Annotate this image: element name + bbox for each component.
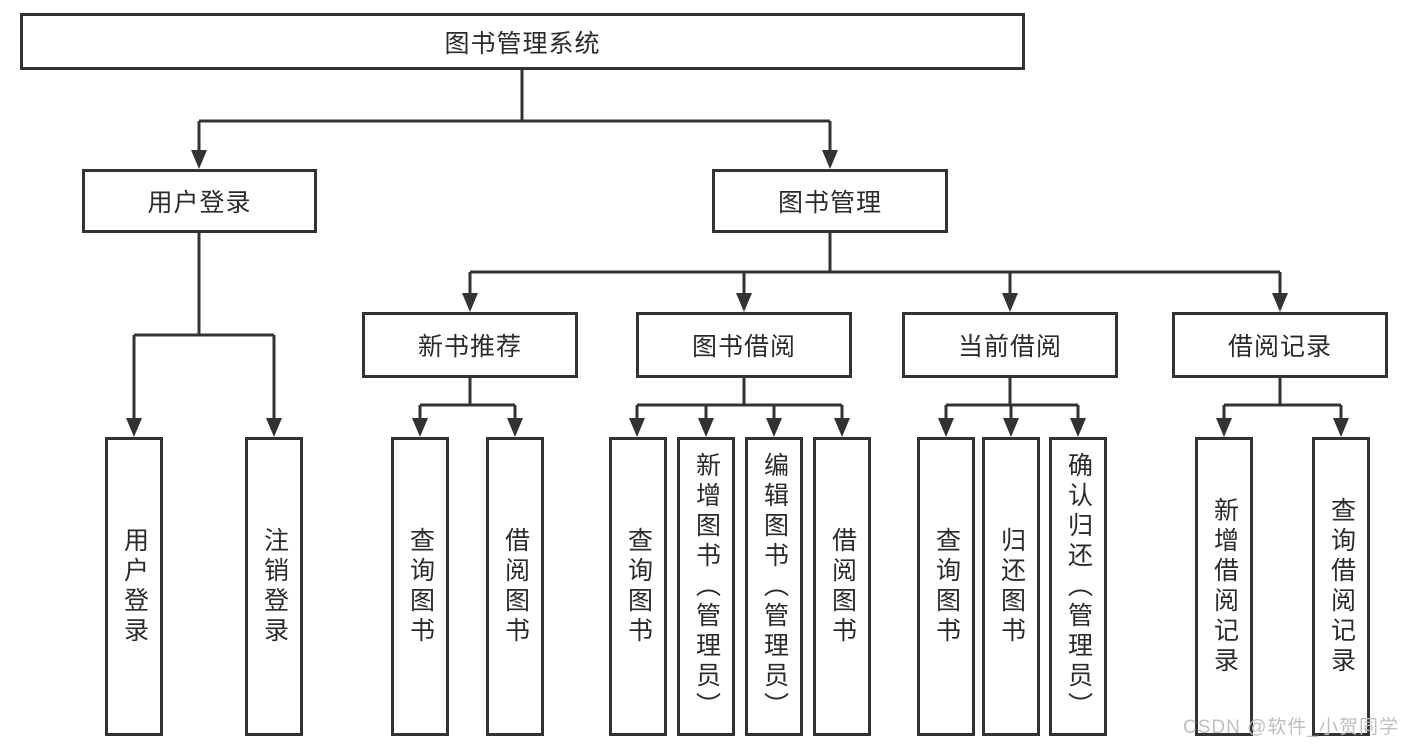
arrowhead-down-icon: [191, 150, 207, 169]
node-new-book-recommend: 新书推荐: [362, 312, 578, 378]
csdn-watermark: CSDN @软件_小贺同学: [1183, 717, 1399, 738]
leaf-user-login: 用户登录: [105, 437, 163, 736]
arrowhead-down-icon: [736, 293, 752, 312]
node-label: 图书借阅: [691, 333, 796, 361]
node-label: 查询图书: [406, 526, 435, 647]
leaf-add-books-admin: 新增图书（管理员）: [677, 437, 735, 736]
arrowhead-down-icon: [629, 418, 645, 437]
node-label: 用户登录: [147, 189, 252, 217]
leaf-query-borrow-record: 查询借阅记录: [1312, 437, 1370, 736]
node-label: 查询图书: [624, 526, 653, 647]
node-label: 确认归还（管理员）: [1064, 451, 1093, 722]
leaf-logout: 注销登录: [245, 437, 303, 736]
node-label: 借阅图书: [828, 526, 857, 647]
arrowhead-down-icon: [462, 293, 478, 312]
node-label: 编辑图书（管理员）: [760, 451, 789, 722]
arrowhead-down-icon: [1333, 418, 1349, 437]
node-label: 新增借阅记录: [1210, 496, 1239, 677]
leaf-confirm-return-admin: 确认归还（管理员）: [1049, 437, 1107, 736]
node-book-borrowing: 图书借阅: [636, 312, 852, 378]
arrowhead-down-icon: [1216, 418, 1232, 437]
node-current-borrowing: 当前借阅: [902, 312, 1118, 378]
arrowhead-down-icon: [834, 418, 850, 437]
arrowhead-down-icon: [1272, 293, 1288, 312]
arrowhead-down-icon: [822, 150, 838, 169]
node-label: 当前借阅: [957, 333, 1062, 361]
node-borrowing-records: 借阅记录: [1172, 312, 1388, 378]
leaf-query-books-recommend: 查询图书: [391, 437, 449, 736]
node-system-root: 图书管理系统: [20, 13, 1025, 70]
node-label: 图书管理系统: [444, 29, 601, 58]
node-label: 新增图书（管理员）: [692, 451, 721, 722]
arrowhead-down-icon: [412, 418, 428, 437]
leaf-query-books-borrow: 查询图书: [609, 437, 667, 736]
node-book-mgmt-branch: 图书管理: [712, 169, 948, 233]
node-label: 用户登录: [120, 526, 149, 647]
arrowhead-down-icon: [1003, 418, 1019, 437]
leaf-borrow-books: 借阅图书: [813, 437, 871, 736]
node-label: 新书推荐: [417, 333, 522, 361]
arrowhead-down-icon: [126, 418, 142, 437]
arrowhead-down-icon: [266, 418, 282, 437]
arrowhead-down-icon: [766, 418, 782, 437]
arrowhead-down-icon: [1002, 293, 1018, 312]
leaf-add-borrow-record: 新增借阅记录: [1195, 437, 1253, 736]
node-label: 查询借阅记录: [1327, 496, 1356, 677]
arrowhead-down-icon: [938, 418, 954, 437]
arrowhead-down-icon: [698, 418, 714, 437]
arrowhead-down-icon: [507, 418, 523, 437]
node-label: 图书管理: [777, 189, 882, 217]
node-label: 查询图书: [932, 526, 961, 647]
arrowhead-down-icon: [1070, 418, 1086, 437]
node-label: 借阅图书: [501, 526, 530, 647]
node-label: 借阅记录: [1227, 333, 1332, 361]
node-user-login-branch: 用户登录: [82, 169, 317, 233]
leaf-borrow-books-recommend: 借阅图书: [486, 437, 544, 736]
node-label: 归还图书: [997, 526, 1026, 647]
leaf-edit-books-admin: 编辑图书（管理员）: [745, 437, 803, 736]
leaf-query-books-current: 查询图书: [917, 437, 975, 736]
node-label: 注销登录: [260, 526, 289, 647]
leaf-return-books: 归还图书: [982, 437, 1040, 736]
